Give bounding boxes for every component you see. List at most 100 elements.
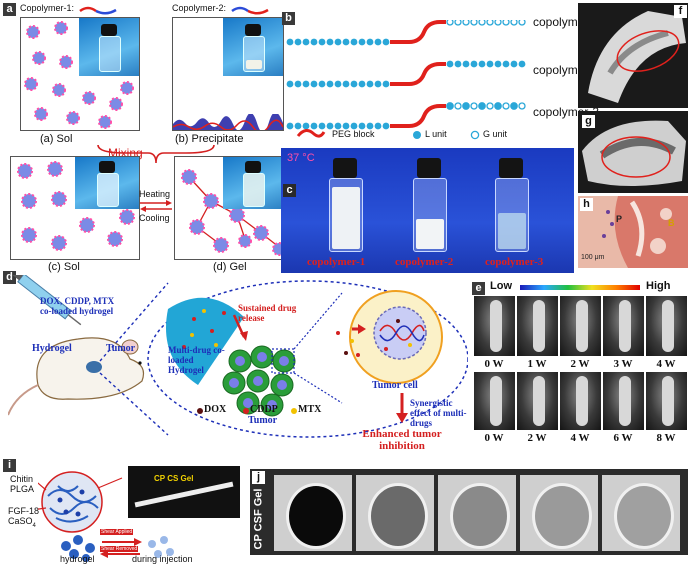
- xray-tile: [474, 296, 515, 356]
- panel-label-h: h: [580, 198, 593, 211]
- micro-ct-frame: [520, 475, 598, 551]
- bone-shape: [489, 376, 502, 426]
- vial-body: [97, 173, 119, 207]
- legend-peg: PEG block: [332, 129, 375, 139]
- copolymer2-label: Copolymer-2:: [172, 3, 227, 13]
- vial1-body: [329, 178, 363, 252]
- cooling-label: Cooling: [139, 213, 170, 223]
- bone-shape: [532, 300, 545, 352]
- panel-d-schematic: [8, 275, 468, 438]
- box-sol-top: [20, 17, 140, 131]
- l-unit-glyph: [413, 131, 421, 139]
- vial3-label: copolymer-3: [485, 256, 544, 268]
- micro-ct-frame: [602, 475, 680, 551]
- precipitate-layer: [173, 114, 283, 130]
- caso4-label: CaSO4: [8, 516, 36, 529]
- legend-mtx: MTX: [298, 404, 322, 415]
- plga-label: PLGA: [10, 484, 35, 494]
- panel-j-strip: j CP CSF Gel: [250, 469, 688, 555]
- panel-label-e: e: [472, 282, 485, 295]
- vial2-label: copolymer-2: [395, 256, 454, 268]
- p-label: P: [616, 214, 623, 224]
- copolymer-chains: [286, 20, 526, 130]
- synergistic-label: Synergistic effect of multi-drugs: [410, 398, 467, 428]
- vial-cap: [101, 24, 117, 36]
- scale-low: Low: [490, 280, 512, 292]
- b-label: B: [668, 218, 675, 228]
- xray-tile: [603, 296, 644, 356]
- xray-tile: [646, 296, 687, 356]
- tumor-label-mouse: Tumor: [106, 343, 136, 354]
- side-label: CP CSF Gel: [252, 488, 265, 550]
- vial-body: [243, 36, 265, 72]
- bone-shape: [618, 300, 631, 352]
- micro-ct-frame: [438, 475, 516, 551]
- during-injection-label: during injection: [132, 554, 193, 564]
- g-unit-glyph: [470, 130, 480, 140]
- xray-tile: [646, 372, 687, 430]
- vial-cap: [99, 161, 115, 173]
- syringe-barrel: [134, 481, 234, 508]
- copolymer1-glyph: [79, 6, 117, 15]
- caption-sol-top: (a) Sol: [40, 133, 73, 145]
- vial-photo-sol-top: [79, 18, 139, 76]
- week-label: 2 W: [527, 432, 547, 444]
- xray-tile: [560, 296, 601, 356]
- syringe-photo: CP CS Gel: [128, 466, 240, 518]
- vial1-contents: [332, 187, 360, 249]
- xray-row-top: [473, 296, 688, 356]
- week-label: 2 W: [570, 358, 590, 370]
- legend-dox: DOX: [204, 404, 227, 415]
- box-sol-bottom: [10, 156, 140, 260]
- defect-area: [532, 483, 592, 549]
- vial1-cap: [333, 158, 357, 178]
- micelles-sol-top: [24, 21, 134, 129]
- peg-legend-glyph: [296, 129, 326, 138]
- week-label: 4 W: [570, 432, 590, 444]
- legend-cddp: CDDP: [250, 404, 278, 415]
- syringe-text: DOX, CDDP, MTX co-loaded hydrogel: [40, 296, 115, 316]
- vial-photo-sol-bottom: [75, 157, 139, 209]
- bone-shape: [575, 300, 588, 352]
- bone-shape: [532, 376, 545, 426]
- week-label: 0 W: [484, 432, 504, 444]
- box-gel: [174, 156, 286, 260]
- legend-l-unit: L unit: [425, 129, 447, 139]
- copolymer1-label: Copolymer-1:: [20, 3, 75, 13]
- vial2-cap: [417, 158, 441, 178]
- caption-gel: (d) Gel: [213, 261, 247, 273]
- scale-label: 100 μm: [581, 254, 605, 261]
- xray-row-bottom: [473, 372, 688, 430]
- week-label: 4 W: [656, 358, 676, 370]
- panel-label-a: a: [3, 3, 16, 16]
- caso4-text: CaSO: [8, 516, 33, 526]
- micro-ct-frames: [274, 475, 684, 551]
- xray-tile: [603, 372, 644, 430]
- panel-label-b: b: [282, 12, 295, 25]
- tumor-label-cluster: Tumor: [248, 415, 278, 426]
- panel-f-image: f: [578, 3, 688, 108]
- week-label: 6 W: [613, 432, 633, 444]
- bone-shape: [661, 300, 674, 352]
- enhanced-label: Enhanced tumor inhibition: [362, 428, 442, 452]
- panel-label-g: g: [582, 115, 595, 128]
- panel-label-j: j: [252, 471, 265, 484]
- vial2-body: [413, 178, 447, 252]
- micelles-sol-bottom: [17, 161, 135, 251]
- defect-area: [450, 483, 510, 549]
- week-label: 8 W: [656, 432, 676, 444]
- week-label: 0 W: [484, 358, 504, 370]
- tumor-cell-label: Tumor cell: [372, 380, 418, 391]
- gel-label: CP CS Gel: [154, 474, 194, 483]
- sustained-label: Sustained drug release: [238, 303, 297, 323]
- hydrogel-label-i: hydrogel: [60, 554, 95, 564]
- panel-i-schematic: [38, 471, 174, 562]
- caption-sol-bottom: (c) Sol: [48, 261, 80, 273]
- week-label: 1 W: [527, 358, 547, 370]
- week-labels-bottom: 0 W 2 W 4 W 6 W 8 W: [473, 432, 688, 446]
- histology-h: [602, 196, 688, 268]
- vial-photo-precipitate: [223, 18, 283, 76]
- vial-body: [99, 36, 121, 72]
- hydrogel-label: Hydrogel: [32, 343, 72, 354]
